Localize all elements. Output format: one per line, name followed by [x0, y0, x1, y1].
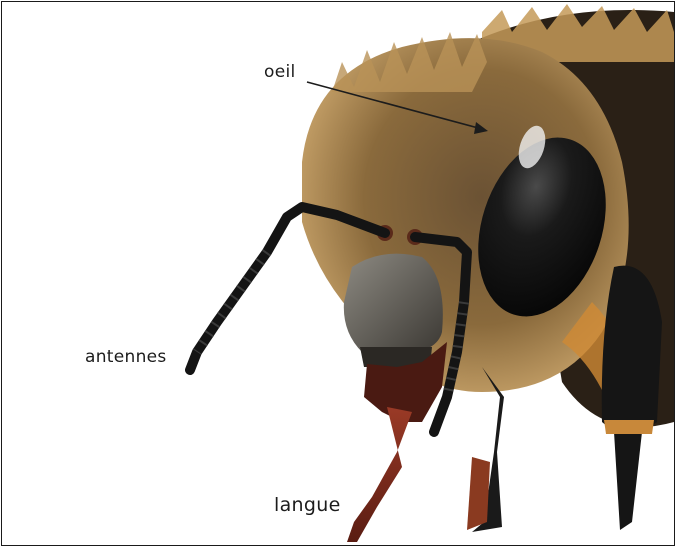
label-antennae: antennes [85, 347, 167, 367]
leg-right-band [604, 420, 654, 434]
tongue [347, 407, 412, 542]
label-eye: oeil [264, 62, 296, 82]
clypeus [344, 254, 443, 354]
leg-middle-tarsus [467, 457, 490, 530]
leg-right [602, 266, 662, 530]
label-tongue: langue [274, 494, 341, 516]
